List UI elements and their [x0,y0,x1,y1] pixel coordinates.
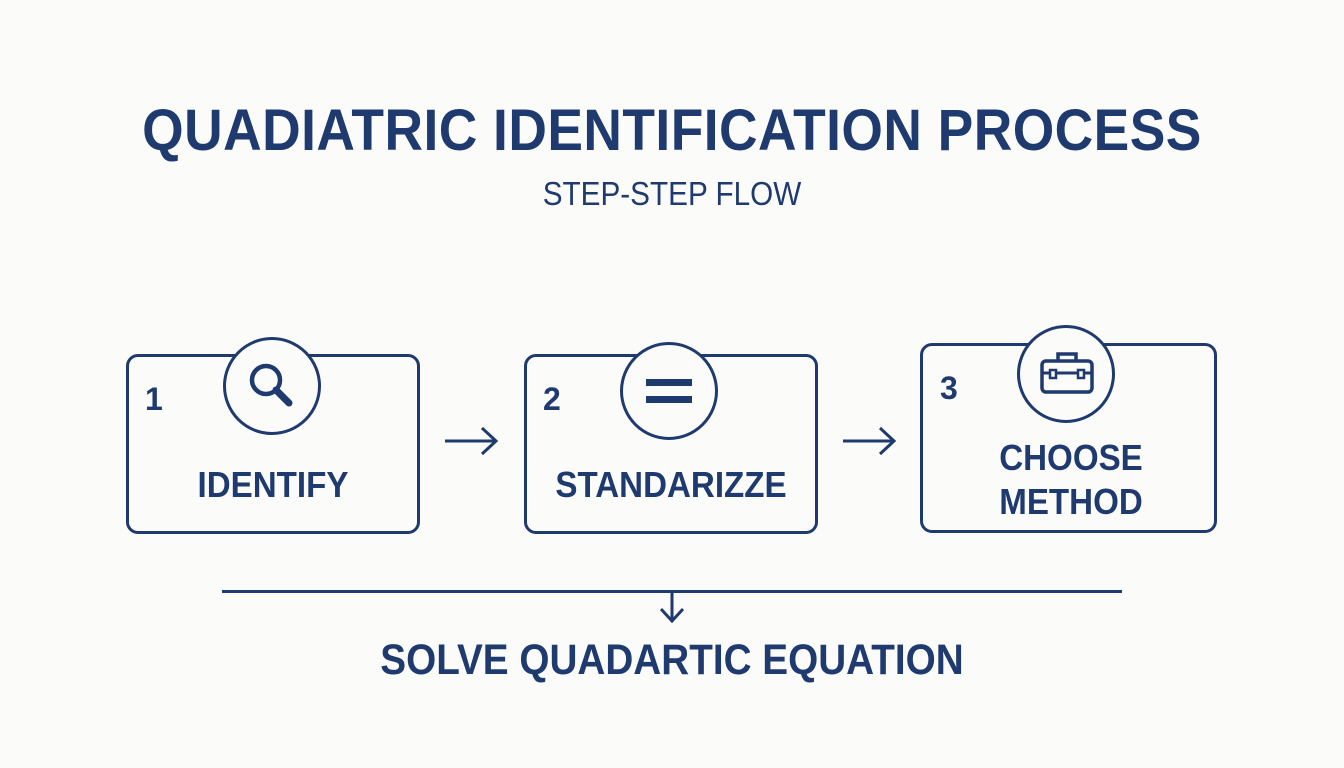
diagram-subtitle: STEP-STEP FLOW [542,175,802,212]
flow-connector-line [222,590,1122,593]
step-number: 2 [543,381,561,417]
arrow-down-icon [659,592,685,624]
outcome-label: SOLVE QUADARTIC EQUATION [380,636,964,684]
arrow-right-icon [445,426,499,456]
step-label: IDENTIFY [197,464,349,505]
toolbox-icon [1017,325,1115,423]
step-box-identify: 1 IDENTIFY [126,354,420,534]
step-number: 1 [145,381,163,417]
diagram-title: QUADIATRIC IDENTIFICATION PROCESS [142,98,1202,163]
step-box-choose-method: 3 CHOOSE METHOD [920,343,1217,533]
step-label: CHOOSE METHOD [999,437,1143,522]
magnifier-icon [223,337,321,435]
equals-icon [620,342,718,440]
step-label: STANDARIZZE [555,464,787,505]
step-number: 3 [940,370,958,406]
arrow-right-icon [843,426,897,456]
